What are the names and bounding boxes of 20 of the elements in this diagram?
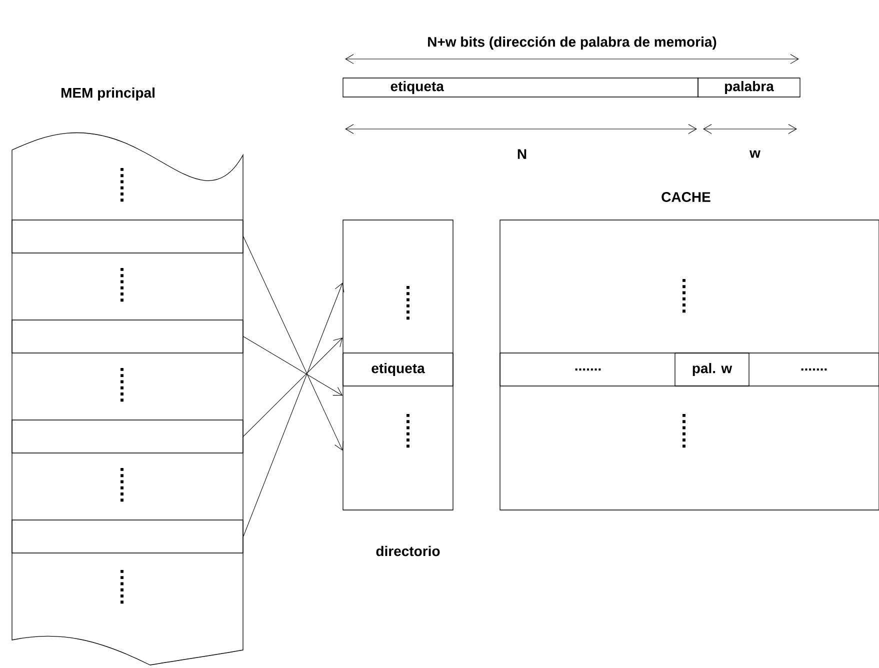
tag-row: etiqueta xyxy=(342,352,454,386)
memory-block xyxy=(12,520,244,554)
row-text: ....... xyxy=(801,368,827,371)
dimension-label: N+w bits (dirección de palabra de memoria) xyxy=(428,36,716,50)
memory-block xyxy=(12,320,244,354)
column-heading: MEM principal xyxy=(62,87,154,101)
memory-block xyxy=(12,220,244,254)
word-cell: pal. w xyxy=(674,352,750,386)
arrow xyxy=(243,282,344,537)
dimension-label: w xyxy=(750,150,760,158)
memory-block xyxy=(12,420,244,454)
address-field: etiqueta xyxy=(342,78,698,98)
arrow xyxy=(243,236,344,451)
address-field: palabra xyxy=(698,78,800,98)
arrow xyxy=(243,338,343,437)
box-heading: CACHE xyxy=(662,192,710,202)
arrow xyxy=(243,336,343,396)
box-heading: directorio xyxy=(376,546,440,556)
row-text: ....... xyxy=(575,368,601,371)
dimension-label: N xyxy=(518,149,526,159)
